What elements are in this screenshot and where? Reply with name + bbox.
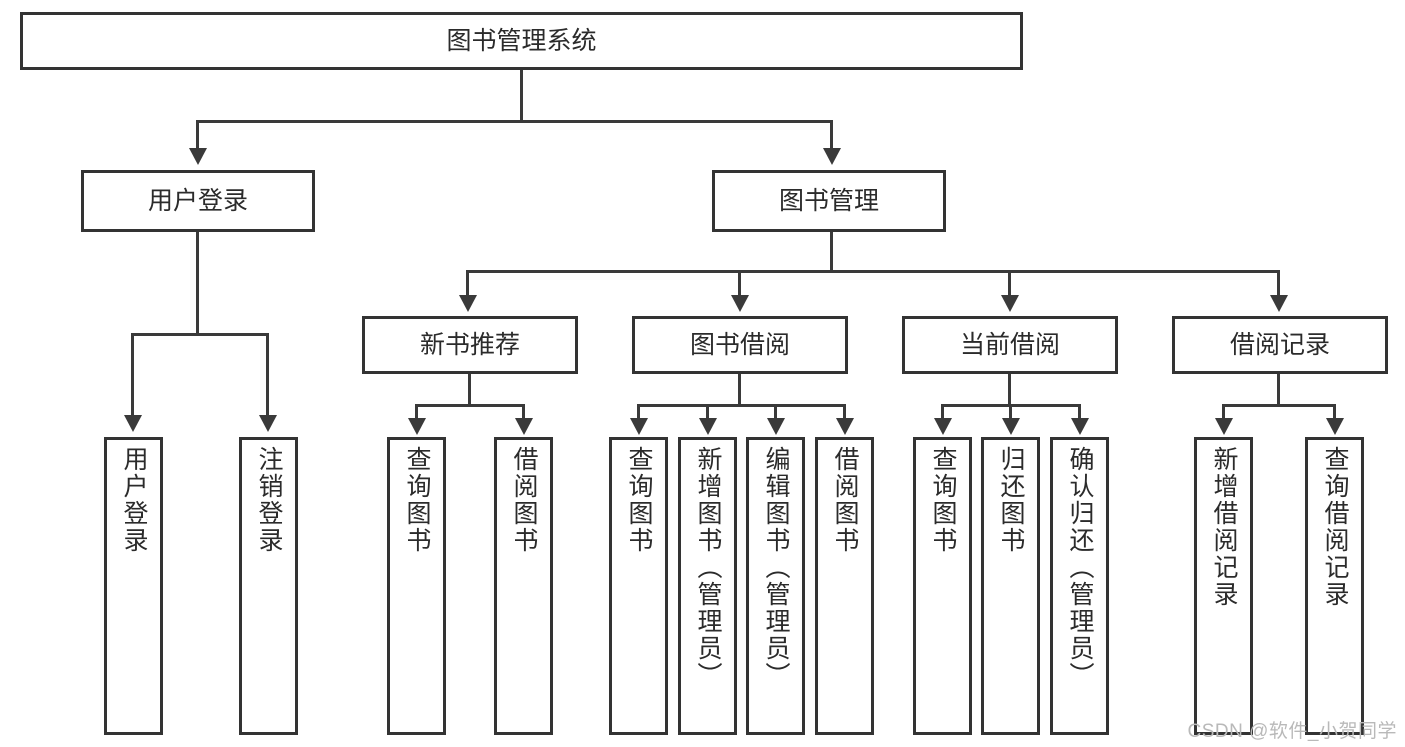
- arrowhead-current-borrow: [1001, 295, 1019, 312]
- arrowhead-user-login: [189, 148, 207, 165]
- connector-book-borrow-stem: [738, 374, 741, 406]
- connector-cb-drop-1: [941, 404, 944, 420]
- node-label: 归还图书: [997, 446, 1025, 554]
- leaf-bb-query-book[interactable]: 查询图书: [609, 437, 668, 735]
- node-label: 新增借阅记录: [1210, 446, 1238, 608]
- connector-bb-drop-4: [843, 404, 846, 420]
- connector-root-stem: [520, 70, 523, 120]
- arrowhead-book-management: [823, 148, 841, 165]
- arrowhead-br-leaf-2: [1326, 418, 1344, 435]
- node-root-book-management-system[interactable]: 图书管理系统: [20, 12, 1023, 70]
- connector-br-drop-2: [1333, 404, 1336, 420]
- arrowhead-nb-leaf-2: [515, 418, 533, 435]
- connector-cb-drop-2: [1009, 404, 1012, 420]
- leaf-bb-add-book-admin[interactable]: 新增图书（管理员）: [678, 437, 737, 735]
- arrowhead-cb-leaf-3: [1071, 418, 1089, 435]
- node-current-borrowing[interactable]: 当前借阅: [902, 316, 1118, 374]
- node-label: 借阅记录: [1229, 331, 1330, 359]
- node-book-borrowing[interactable]: 图书借阅: [632, 316, 848, 374]
- node-label: 用户登录: [120, 446, 148, 554]
- connector-drop-book-management: [830, 120, 833, 150]
- connector-level2-bar: [196, 120, 833, 123]
- connector-bb-drop-2: [706, 404, 709, 420]
- arrowhead-bb-leaf-2: [699, 418, 717, 435]
- leaf-br-query-record[interactable]: 查询借阅记录: [1305, 437, 1364, 735]
- arrowhead-bb-leaf-1: [630, 418, 648, 435]
- connector-bb-drop-3: [774, 404, 777, 420]
- connector-level3-bar: [466, 270, 1280, 273]
- arrowhead-leaf-logout: [259, 415, 277, 432]
- connector-drop-borrow-record: [1277, 270, 1280, 297]
- node-label: 查询图书: [403, 446, 431, 554]
- connector-drop-current-borrow: [1008, 270, 1011, 297]
- node-label: 图书借阅: [689, 331, 790, 359]
- connector-current-borrow-stem: [1008, 374, 1011, 406]
- node-borrowing-record[interactable]: 借阅记录: [1172, 316, 1388, 374]
- connector-br-drop-1: [1222, 404, 1225, 420]
- node-user-login[interactable]: 用户登录: [81, 170, 315, 232]
- node-label: 图书管理系统: [446, 27, 597, 55]
- arrowhead-borrow-record: [1270, 295, 1288, 312]
- arrowhead-cb-leaf-2: [1002, 418, 1020, 435]
- node-label: 查询图书: [929, 446, 957, 554]
- node-new-book-recommendation[interactable]: 新书推荐: [362, 316, 578, 374]
- arrowhead-nb-leaf-1: [408, 418, 426, 435]
- connector-user-login-drop-1: [131, 333, 134, 417]
- leaf-bb-edit-book-admin[interactable]: 编辑图书（管理员）: [746, 437, 805, 735]
- node-label: 查询图书: [625, 446, 653, 554]
- connector-borrow-record-bar: [1222, 404, 1336, 407]
- node-label: 借阅图书: [510, 446, 538, 554]
- leaf-cb-query-book[interactable]: 查询图书: [913, 437, 972, 735]
- node-label: 新书推荐: [419, 331, 520, 359]
- node-label: 编辑图书（管理员）: [762, 446, 790, 689]
- connector-drop-new-book: [466, 270, 469, 297]
- node-label: 查询借阅记录: [1321, 446, 1349, 608]
- leaf-cb-return-book[interactable]: 归还图书: [981, 437, 1040, 735]
- connector-drop-book-borrow: [738, 270, 741, 297]
- arrowhead-leaf-user-login: [124, 415, 142, 432]
- connector-cb-drop-3: [1078, 404, 1081, 420]
- node-label: 确认归还（管理员）: [1066, 446, 1094, 689]
- connector-bb-drop-1: [637, 404, 640, 420]
- leaf-cb-confirm-return-admin[interactable]: 确认归还（管理员）: [1050, 437, 1109, 735]
- leaf-logout[interactable]: 注销登录: [239, 437, 298, 735]
- node-label: 借阅图书: [831, 446, 859, 554]
- connector-book-management-stem: [830, 232, 833, 272]
- arrowhead-bb-leaf-3: [767, 418, 785, 435]
- arrowhead-bb-leaf-4: [836, 418, 854, 435]
- connector-book-borrow-bar: [637, 404, 846, 407]
- node-label: 图书管理: [778, 187, 879, 215]
- connector-new-book-drop-1: [415, 404, 418, 420]
- node-label: 新增图书（管理员）: [694, 446, 722, 689]
- arrowhead-cb-leaf-1: [934, 418, 952, 435]
- node-book-management[interactable]: 图书管理: [712, 170, 946, 232]
- connector-drop-user-login: [196, 120, 199, 150]
- node-label: 用户登录: [147, 187, 248, 215]
- node-label: 注销登录: [255, 446, 283, 554]
- connector-borrow-record-stem: [1277, 374, 1280, 406]
- arrowhead-br-leaf-1: [1215, 418, 1233, 435]
- connector-user-login-bar: [131, 333, 268, 336]
- leaf-nb-borrow-book[interactable]: 借阅图书: [494, 437, 553, 735]
- connector-user-login-stem: [196, 232, 199, 333]
- connector-new-book-drop-2: [522, 404, 525, 420]
- arrowhead-book-borrow: [731, 295, 749, 312]
- csdn-watermark: CSDN @软件_小贺同学: [1187, 721, 1397, 742]
- connector-new-book-bar: [415, 404, 525, 407]
- leaf-user-login[interactable]: 用户登录: [104, 437, 163, 735]
- leaf-nb-query-book[interactable]: 查询图书: [387, 437, 446, 735]
- leaf-bb-borrow-book[interactable]: 借阅图书: [815, 437, 874, 735]
- connector-new-book-stem: [468, 374, 471, 406]
- leaf-br-add-record[interactable]: 新增借阅记录: [1194, 437, 1253, 735]
- connector-user-login-drop-2: [266, 333, 269, 417]
- arrowhead-new-book: [459, 295, 477, 312]
- node-label: 当前借阅: [959, 331, 1060, 359]
